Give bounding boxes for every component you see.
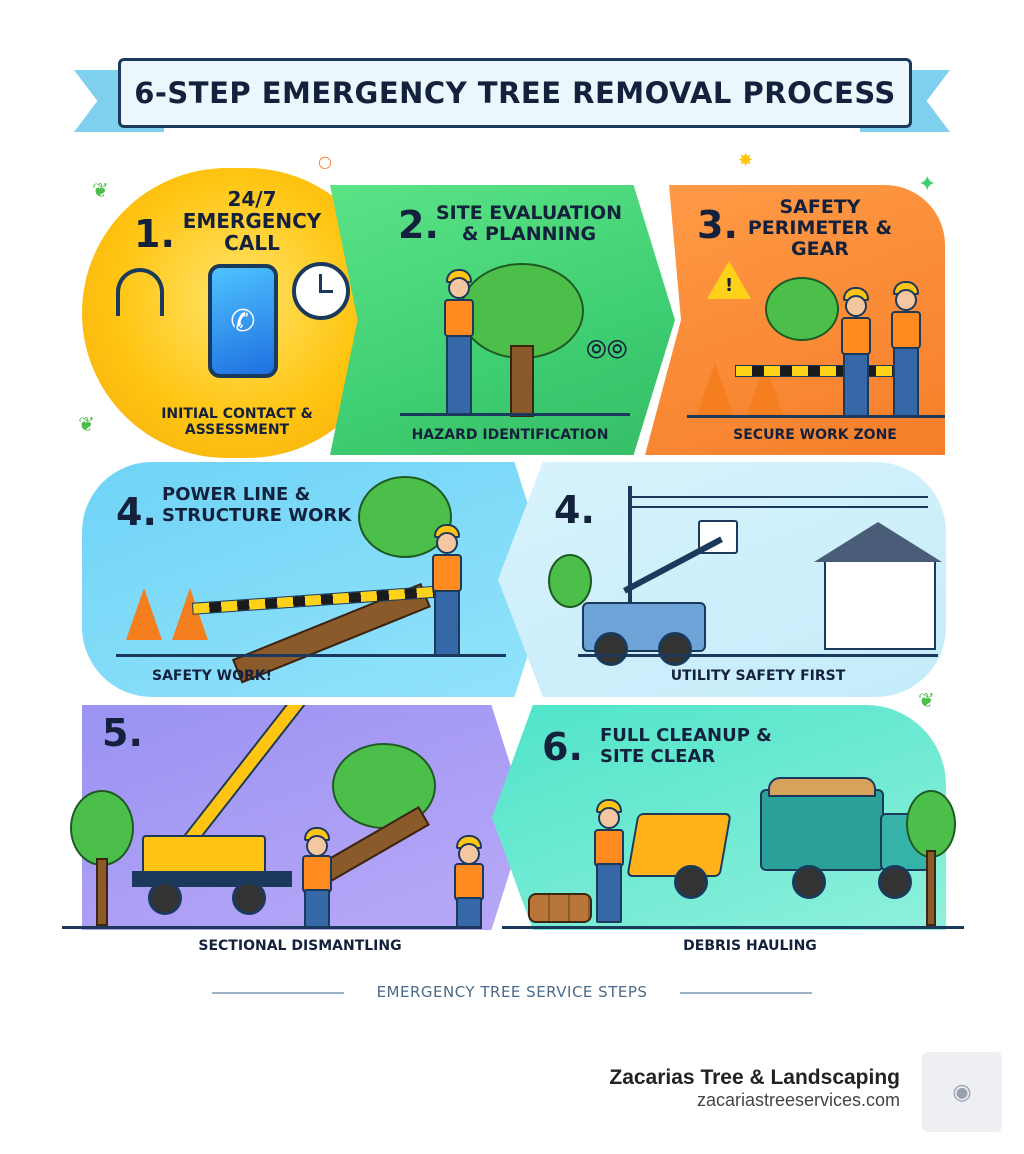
- footer-divider-right: [680, 992, 812, 994]
- truck-wheel: [594, 632, 628, 666]
- utility-pole: [628, 486, 632, 606]
- traffic-cone: [126, 588, 162, 640]
- brand-url: zacariastreeservices.com: [696, 1090, 900, 1110]
- power-line: [628, 496, 928, 498]
- binoculars-icon: ⦾⦾: [586, 335, 628, 365]
- step-caption: SECTIONAL DISMANTLING: [198, 938, 402, 954]
- lift-boom: [623, 536, 723, 594]
- step-caption: SAFETY WORK!: [152, 668, 272, 684]
- ground-line: [502, 926, 964, 929]
- worker-body: [432, 554, 462, 592]
- tree-canopy: [765, 277, 839, 341]
- brand-name: Zacarias Tree & Landscaping: [609, 1066, 900, 1089]
- leaf-icon: ❦: [78, 412, 95, 436]
- worker-head: [448, 277, 470, 299]
- worker-body: [454, 863, 484, 901]
- worker-head: [436, 532, 458, 554]
- step-caption: INITIAL CONTACT & ASSESSMENT: [161, 406, 313, 438]
- worker-legs: [456, 897, 482, 929]
- step-number: 3.: [697, 203, 738, 247]
- step-title: POWER LINE & STRUCTURE WORK: [162, 484, 352, 526]
- worker-body: [302, 855, 332, 893]
- worker-body: [444, 299, 474, 337]
- step-number: 1.: [134, 212, 175, 256]
- log-pile: [528, 893, 592, 923]
- worker-legs: [843, 353, 869, 417]
- step-4-utility-panel: 4. UTILITY SAFETY FIRST: [498, 462, 946, 697]
- step-title: SITE EVALUATION & PLANNING: [436, 202, 622, 245]
- tree-trunk: [96, 858, 108, 926]
- chipper-wheel: [674, 865, 708, 899]
- step-caption: DEBRIS HAULING: [683, 938, 817, 954]
- caution-tape: [735, 365, 917, 377]
- ground-line: [400, 413, 630, 416]
- step-caption: SECURE WORK ZONE: [733, 427, 897, 443]
- debris-truck: [760, 789, 884, 871]
- worker-head: [845, 295, 867, 317]
- truck-wheel: [658, 632, 692, 666]
- step-4-power-line-panel: 4. POWER LINE & STRUCTURE WORK SAFETY WO…: [82, 462, 552, 697]
- worker-head: [458, 843, 480, 865]
- headset-icon: [116, 268, 164, 316]
- leaf-icon: ❦: [92, 178, 109, 202]
- step-5-panel: 5.: [82, 705, 527, 930]
- tree-canopy: [70, 790, 134, 866]
- worker-legs: [304, 889, 330, 929]
- crane-wheel: [148, 881, 182, 915]
- step-caption: UTILITY SAFETY FIRST: [670, 668, 846, 684]
- brand-block: Zacarias Tree & Landscaping zacariastree…: [609, 1066, 900, 1111]
- brand-logo-icon: ◉: [922, 1052, 1002, 1132]
- step-title: 24/7 EMERGENCY CALL: [182, 187, 322, 255]
- clock-icon: [292, 262, 350, 320]
- step-6-panel: 6. FULL CLEANUP & SITE CLEAR: [492, 705, 946, 930]
- worker-body: [891, 311, 921, 349]
- sparkle-icon: ✦: [918, 172, 937, 197]
- worker-legs: [596, 863, 622, 923]
- step-number: 2.: [398, 203, 439, 247]
- tree-canopy: [906, 790, 956, 858]
- worker-body: [841, 317, 871, 355]
- ground-line: [62, 926, 482, 929]
- tree-canopy: [358, 476, 452, 558]
- page-title: 6-STEP EMERGENCY TREE REMOVAL PROCESS: [118, 58, 912, 128]
- circle-icon: ○: [318, 152, 332, 171]
- step-number: 4.: [554, 488, 595, 532]
- ground-line: [687, 415, 945, 418]
- truck-wheel: [792, 865, 826, 899]
- ground-line: [578, 654, 938, 657]
- phone-icon: ✆: [208, 264, 278, 378]
- worker-legs: [434, 590, 460, 656]
- worker-head: [895, 289, 917, 311]
- step-title: SAFETY PERIMETER & GEAR: [747, 196, 893, 260]
- step-2-panel: 2. SITE EVALUATION & PLANNING ⦾⦾ HAZARD …: [330, 185, 675, 455]
- wood-chips: [768, 777, 876, 797]
- step-number: 5.: [102, 711, 143, 755]
- house-roof: [814, 522, 942, 562]
- footer-divider-left: [212, 992, 344, 994]
- leaf-icon: ❦: [918, 688, 935, 712]
- ground-line: [116, 654, 506, 657]
- tree-trunk: [926, 850, 936, 926]
- worker-head: [306, 835, 328, 857]
- worker-legs: [893, 347, 919, 417]
- step-number: 4.: [116, 490, 157, 534]
- tree-canopy: [548, 554, 592, 608]
- step-number: 6.: [542, 725, 583, 769]
- sparkle-icon: ✸: [738, 150, 754, 171]
- worker-legs: [446, 335, 472, 415]
- house: [824, 558, 936, 650]
- tree-trunk: [510, 345, 534, 417]
- step-caption: HAZARD IDENTIFICATION: [411, 427, 609, 443]
- wood-chipper: [626, 813, 732, 877]
- power-line: [628, 506, 928, 508]
- step-3-panel: 3. SAFETY PERIMETER & GEAR ! SECURE WORK…: [645, 185, 945, 455]
- truck-wheel: [878, 865, 912, 899]
- step-title: FULL CLEANUP & SITE CLEAR: [600, 725, 772, 767]
- worker-body: [594, 829, 624, 867]
- traffic-cone: [697, 363, 733, 415]
- worker-head: [598, 807, 620, 829]
- crane-wheel: [232, 881, 266, 915]
- footer-label: EMERGENCY TREE SERVICE STEPS: [376, 983, 648, 1001]
- warning-icon: [707, 261, 751, 299]
